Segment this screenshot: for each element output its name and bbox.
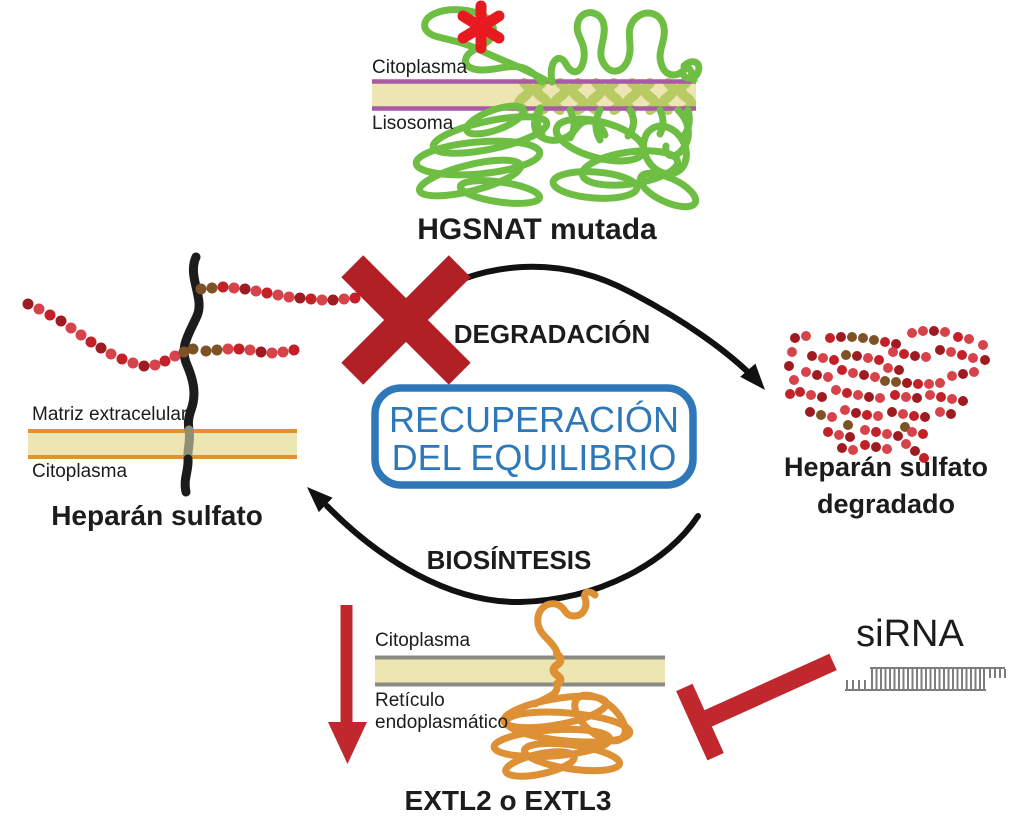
heparan-cytoplasm-label: Citoplasma (32, 461, 128, 482)
biosynthesis-label: BIOSÍNTESIS (426, 545, 592, 575)
degradation-arrowhead (740, 363, 765, 390)
lysosome-membrane (372, 78, 697, 115)
red-tbar-icon (676, 653, 837, 761)
biosynthesis-arrowhead (307, 487, 333, 513)
rna-duplex-ladder-icon (845, 667, 1006, 691)
plasma-membrane (28, 429, 297, 459)
degraded-caption-line2: degradado (816, 489, 956, 519)
red-x-icon (341, 255, 471, 385)
recovery-box (371, 384, 697, 489)
degradation-label: DEGRADACIÓN (453, 319, 651, 349)
heparan-matrix-label: Matriz extracelular (32, 404, 188, 425)
heparan-caption: Heparán sulfato (51, 500, 263, 531)
extl-graphic (328, 588, 837, 780)
degraded-caption-line1: Heparán sulfato (783, 452, 989, 482)
cycle-arrows (307, 255, 765, 606)
degraded-bead-scatter (784, 326, 990, 463)
extl-er-label-line2: endoplasmático (375, 712, 509, 733)
red-down-arrow-icon (328, 605, 367, 764)
extl-cytoplasm-label: Citoplasma (375, 630, 471, 651)
er-membrane (375, 655, 665, 687)
degradation-arrow-curve (423, 263, 759, 383)
recovery-box-line2: DEL EQUILIBRIO (391, 437, 677, 478)
extl-caption: EXTL2 o EXTL3 (404, 785, 612, 816)
hgsnat-caption: HGSNAT mutada (417, 213, 657, 246)
heparan-bead-chains (22, 281, 361, 372)
hgsnat-cytoplasm-label: Citoplasma (372, 57, 468, 78)
extl-protein (490, 588, 634, 780)
hgsnat-lysosome-label: Lisosoma (372, 113, 454, 134)
heparan-sulfate-graphic (22, 252, 361, 497)
extl-er-label-line1: Retículo (375, 690, 445, 711)
hgsnat-protein (412, 6, 703, 211)
hgsnat-graphic (372, 0, 703, 211)
sirna-label: siRNA (856, 613, 964, 655)
recovery-box-line1: RECUPERACIÓN (388, 399, 680, 440)
mutation-asterisk-icon (457, 0, 505, 54)
biosynthesis-arrow-curve (324, 503, 701, 606)
core-protein (179, 252, 204, 497)
